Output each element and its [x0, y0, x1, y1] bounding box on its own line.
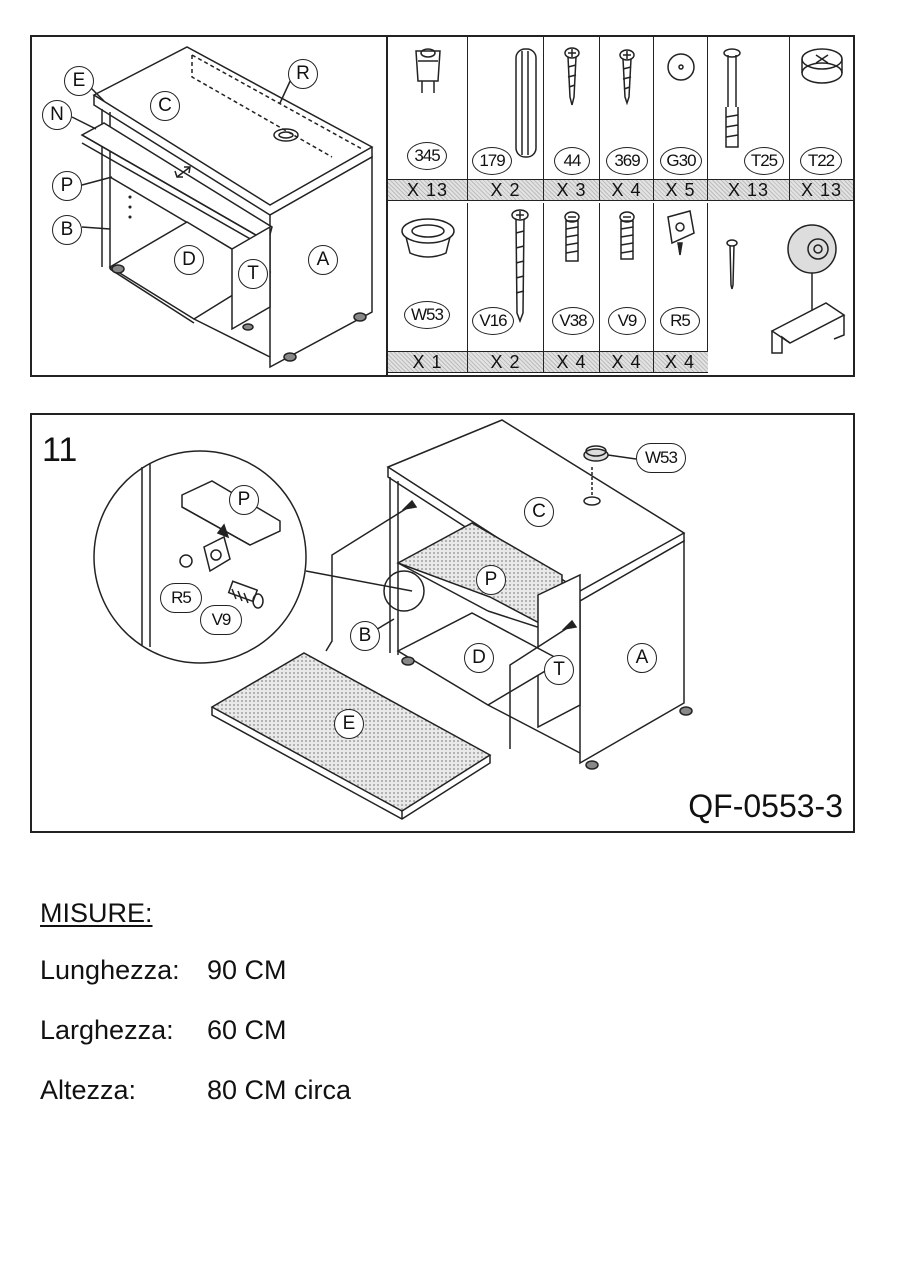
- cam-lock-icon: [801, 48, 843, 84]
- assembled-desk-drawing: E N C R P B D T A: [32, 37, 388, 375]
- detail-label-v9: V9: [200, 605, 242, 635]
- detail-label-r5: R5: [160, 583, 202, 613]
- measures-section: MISURE: Lunghezza: 90 CM Larghezza: 60 C…: [40, 898, 540, 1135]
- step-line-drawing: [93, 419, 693, 820]
- label-e: E: [334, 709, 364, 739]
- part-cell-44: 44: [544, 37, 600, 179]
- detail-label-p: P: [229, 485, 259, 515]
- measure-value: 80 CM circa: [207, 1075, 352, 1105]
- step-number: 11: [42, 431, 78, 469]
- cover-cap-icon: [667, 53, 695, 81]
- hardware-parts-grid: 345 179 44 369 G30: [388, 37, 853, 375]
- label-b: B: [350, 621, 380, 651]
- part-cell-t25: T25: [708, 37, 790, 179]
- qty-w53: X 1: [388, 352, 468, 372]
- label-e: E: [64, 66, 94, 96]
- qty-369: X 4: [600, 180, 654, 200]
- measure-row-width: Larghezza: 60 CM: [40, 1015, 540, 1075]
- part-code-179: 179: [472, 147, 512, 175]
- label-p: P: [52, 171, 82, 201]
- part-cell-v16: V16: [468, 203, 544, 351]
- part-cell-369: 369: [600, 37, 654, 179]
- part-cell-v38: V38: [544, 203, 600, 351]
- quantity-row-2: X 1 X 2 X 4 X 4 X 4: [388, 351, 708, 373]
- cam-dowel-icon: [415, 48, 441, 93]
- quantity-row-1: X 13 X 2 X 3 X 4 X 5 X 13 X 13: [388, 179, 853, 201]
- qty-t22: X 13: [800, 180, 843, 200]
- qty-v9: X 4: [600, 352, 654, 372]
- measure-row-height: Altezza: 80 CM circa: [40, 1075, 540, 1135]
- label-w53: W53: [636, 443, 686, 473]
- label-a: A: [308, 245, 338, 275]
- part-code-t22: T22: [800, 147, 842, 175]
- desk-line-drawing: [71, 46, 374, 369]
- measures-title: MISURE:: [40, 898, 153, 928]
- measure-value: 60 CM: [207, 1015, 287, 1045]
- part-cell-179: 179: [468, 37, 544, 179]
- measure-label: Larghezza:: [40, 1015, 174, 1045]
- label-t: T: [544, 655, 574, 685]
- wooden-dowel-icon: [515, 48, 537, 158]
- model-code: QF-0553-3: [688, 788, 843, 824]
- assembly-step-panel: 11: [30, 413, 855, 833]
- part-code-v9: V9: [608, 307, 646, 335]
- part-cell-t22: T22: [790, 37, 853, 179]
- qty-v16: X 2: [468, 352, 544, 372]
- caster-wheel-icon: [726, 224, 846, 354]
- part-code-v38: V38: [552, 307, 594, 335]
- part-code-345: 345: [407, 142, 447, 170]
- cable-grommet-icon: [401, 218, 455, 258]
- qty-r5: X 4: [664, 352, 696, 372]
- label-c: C: [150, 91, 180, 121]
- part-code-44: 44: [554, 147, 590, 175]
- label-n: N: [42, 100, 72, 130]
- measure-label: Lunghezza:: [40, 955, 180, 985]
- part-code-369: 369: [606, 147, 648, 175]
- label-t: T: [238, 259, 268, 289]
- part-code-v16: V16: [472, 307, 514, 335]
- part-cell-g30: G30: [654, 37, 708, 179]
- measure-value: 90 CM: [207, 955, 287, 985]
- measure-label: Altezza:: [40, 1075, 137, 1105]
- qty-345: X 13: [388, 180, 468, 200]
- part-cell-w53: W53: [388, 203, 468, 351]
- qty-44: X 3: [544, 180, 600, 200]
- caster-detail: [708, 203, 853, 354]
- label-p: P: [476, 565, 506, 595]
- part-cell-345: 345: [388, 37, 468, 179]
- wood-screw-icon: [564, 47, 580, 106]
- label-b: B: [52, 215, 82, 245]
- qty-v38: X 4: [544, 352, 600, 372]
- part-cell-r5: R5: [654, 203, 708, 351]
- short-euro-screw-icon: [619, 211, 635, 260]
- part-code-t25: T25: [744, 147, 784, 175]
- part-cell-v9: V9: [600, 203, 654, 351]
- qty-179: X 2: [468, 180, 544, 200]
- short-screw-icon: [619, 49, 635, 106]
- long-screw-icon: [511, 209, 529, 324]
- label-r: R: [288, 59, 318, 89]
- part-code-r5: R5: [660, 307, 700, 335]
- label-d: D: [174, 245, 204, 275]
- euro-screw-icon: [564, 211, 580, 262]
- label-c: C: [524, 497, 554, 527]
- part-code-w53: W53: [404, 301, 450, 329]
- label-a: A: [627, 643, 657, 673]
- parts-overview-panel: E N C R P B D T A 345 179 44: [30, 35, 855, 377]
- part-code-g30: G30: [660, 147, 702, 175]
- label-d: D: [464, 643, 494, 673]
- shelf-support-icon: [667, 210, 695, 256]
- qty-t25: X 13: [708, 180, 790, 200]
- qty-g30: X 5: [654, 180, 708, 200]
- measure-row-length: Lunghezza: 90 CM: [40, 955, 540, 1015]
- cam-bolt-icon: [723, 48, 741, 148]
